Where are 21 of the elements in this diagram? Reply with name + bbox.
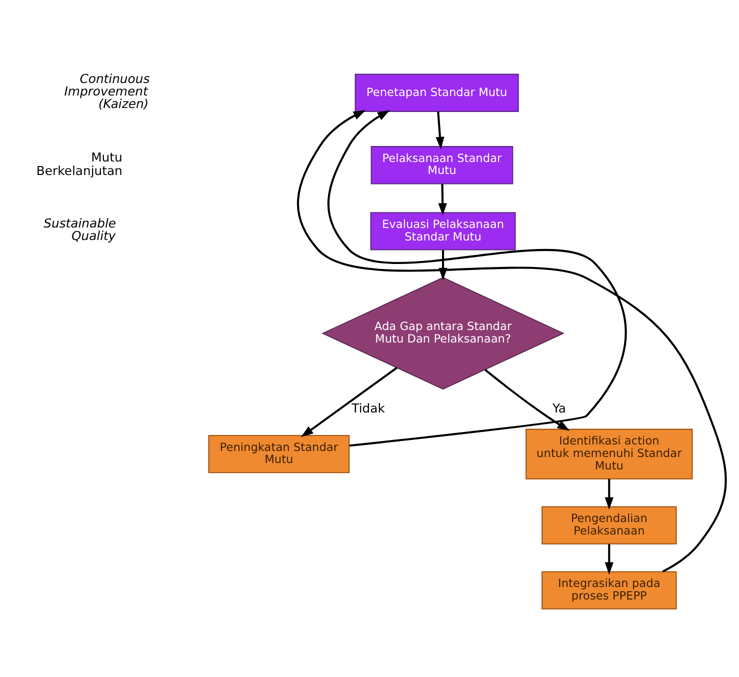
arrow: [604, 478, 614, 510]
label: Sustainable Quality: [44, 216, 116, 244]
node-box: Integrasikan pada proses PPEPP: [542, 571, 677, 610]
arrow: [604, 544, 614, 575]
arrow: [300, 366, 398, 438]
node-box: Pelaksanaan Standar Mutu: [370, 146, 514, 184]
arrow: [328, 110, 627, 447]
node-box: Identifikasi action untuk memenuhi Standar Mutu: [526, 428, 693, 480]
node-diamond: Ada Gap antara Standar Mutu Dan Pelaksanaan?: [322, 277, 564, 390]
node-box: Pengendalian Pelaksanaan: [542, 506, 677, 544]
edge-label: Ya: [552, 401, 566, 416]
arrow: [438, 184, 447, 216]
arrow: [484, 369, 570, 431]
label: Mutu Berkelanjutan: [36, 150, 122, 178]
arrow: [297, 110, 727, 573]
arrow: [436, 112, 444, 150]
node-box: Penetapan Standar Mutu: [354, 74, 519, 112]
node-box: Peningkatan Standar Mutu: [208, 435, 350, 474]
node-box: Evaluasi Pelaksanaan Standar Mutu: [370, 212, 516, 250]
edge-label: Tidak: [352, 401, 385, 416]
label: Continuous Improvement (Kaizen): [64, 72, 150, 111]
